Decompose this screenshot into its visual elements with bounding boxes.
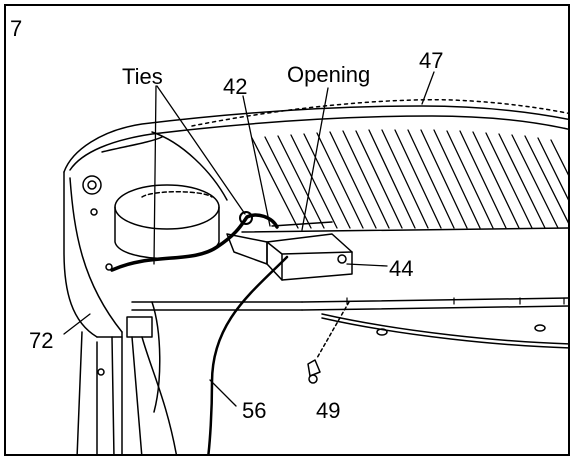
screw-49 <box>307 301 350 384</box>
hood-dashed-edge <box>191 99 568 127</box>
part-72-leader <box>63 313 91 335</box>
part-44-leader <box>346 263 388 267</box>
part-49-label: 49 <box>316 398 341 423</box>
cable-56 <box>207 255 289 454</box>
treadmill-assembly-drawing <box>63 71 568 454</box>
motor-hood <box>63 105 568 338</box>
part-42-leader <box>242 95 271 227</box>
diagram-frame: 7 Ties Opening 47 42 44 72 56 49 <box>4 4 570 456</box>
wire-harness <box>110 211 279 272</box>
opening-label: Opening <box>287 62 371 87</box>
step-number: 7 <box>10 16 23 41</box>
controller-bracket <box>226 221 353 281</box>
leader-lines <box>63 71 435 407</box>
part-72-label: 72 <box>29 328 54 353</box>
part-44-label: 44 <box>389 256 414 281</box>
part-47-leader <box>421 71 435 105</box>
strap-bracket <box>126 301 177 454</box>
motor-cylinder <box>101 131 228 260</box>
part-56-leader <box>209 379 237 407</box>
frame-rail <box>131 227 568 349</box>
part-42-label: 42 <box>223 74 248 99</box>
rail-ticks <box>346 297 565 305</box>
side-panel <box>69 175 123 454</box>
ties-leader-left <box>153 85 157 265</box>
opening-leader <box>301 87 329 231</box>
vent-grille <box>251 129 568 229</box>
part-47-label: 47 <box>419 48 444 73</box>
part-56-label: 56 <box>242 398 267 423</box>
ties-label: Ties <box>122 64 163 89</box>
ties-leader-right <box>156 85 246 215</box>
